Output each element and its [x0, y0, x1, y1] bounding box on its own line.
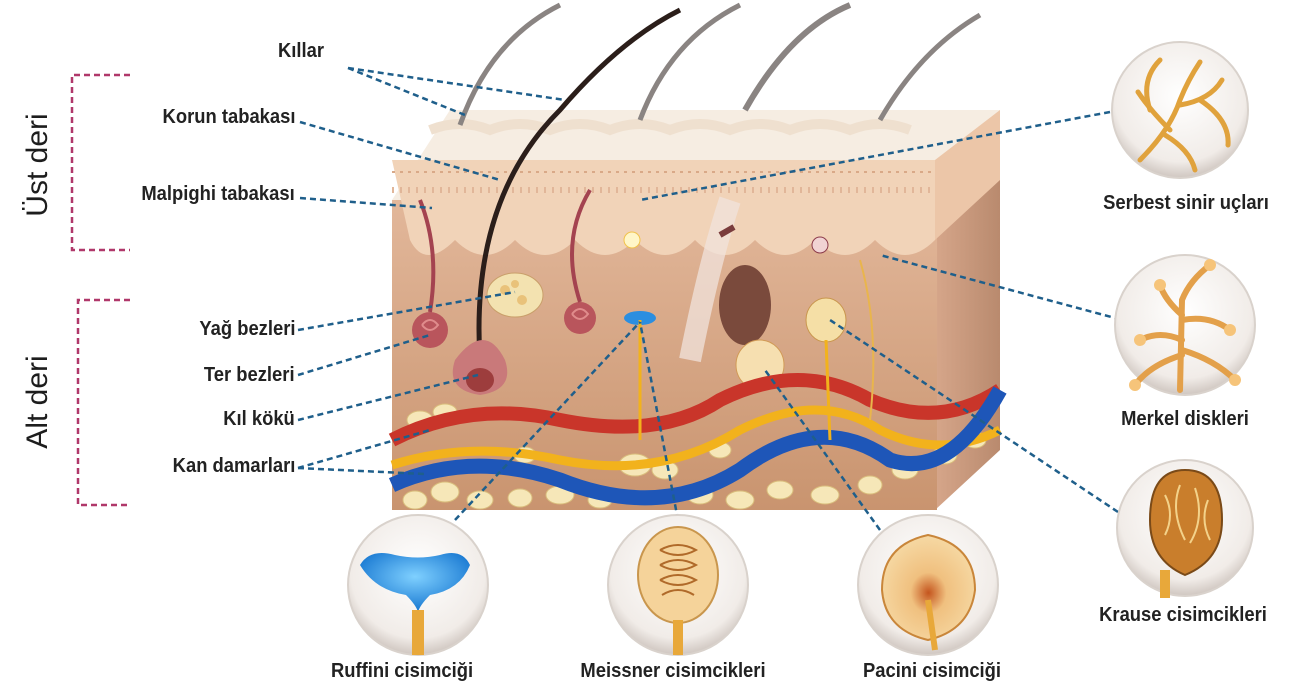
lower-skin-label: Alt deri — [21, 312, 55, 492]
label-vessels: Kan damarları — [172, 455, 295, 478]
label-sweat: Ter bezleri — [204, 364, 295, 387]
label-pacini: Pacini cisimciği — [831, 660, 1033, 683]
label-stratum-corneum: Korun tabakası — [162, 106, 295, 129]
label-malpighi: Malpighi tabakası — [142, 183, 295, 206]
label-meissner: Meissner cisimcikleri — [549, 660, 797, 683]
label-ruffini: Ruffini cisimciği — [292, 660, 513, 683]
label-free-nerve: Serbest sinir uçları — [1077, 192, 1294, 215]
label-sebaceous: Yağ bezleri — [199, 318, 295, 341]
label-hairs: Kıllar — [278, 40, 324, 63]
upper-skin-label: Üst deri — [21, 75, 55, 255]
label-krause: Krause cisimcikleri — [1070, 604, 1296, 627]
label-merkel: Merkel diskleri — [1090, 408, 1280, 431]
label-hair-root: Kıl kökü — [223, 408, 295, 431]
